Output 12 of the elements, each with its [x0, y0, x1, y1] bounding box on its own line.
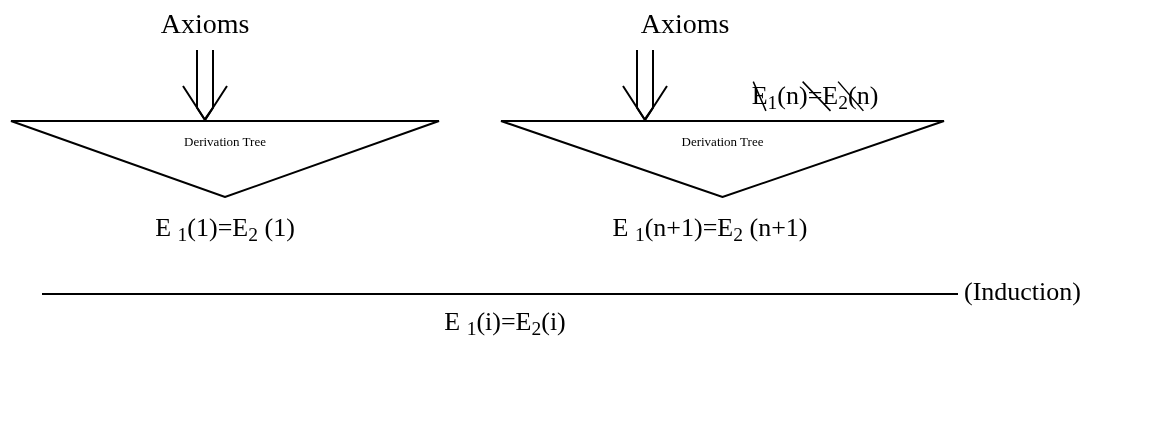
derivation-triangle: [10, 120, 440, 198]
equation: E $_{1}$(i)=E$_{2}$(i): [444, 306, 566, 339]
double-arrow: [622, 49, 668, 122]
triangle-label: Derivation Tree: [183, 133, 267, 151]
rule-name: (Induction): [964, 276, 1081, 308]
double-arrow: [182, 49, 228, 122]
axioms-label: Axioms: [640, 10, 730, 38]
equation: E $_{1}$(1)=E$_{2}$ (1): [155, 212, 295, 245]
triangle-label: Derivation Tree: [680, 133, 765, 151]
equation: E $_{1}$(n+1)=E$_{2}$ (n+1): [612, 212, 808, 245]
axioms-label: Axioms: [160, 10, 250, 38]
derivation-triangle: [500, 120, 945, 198]
